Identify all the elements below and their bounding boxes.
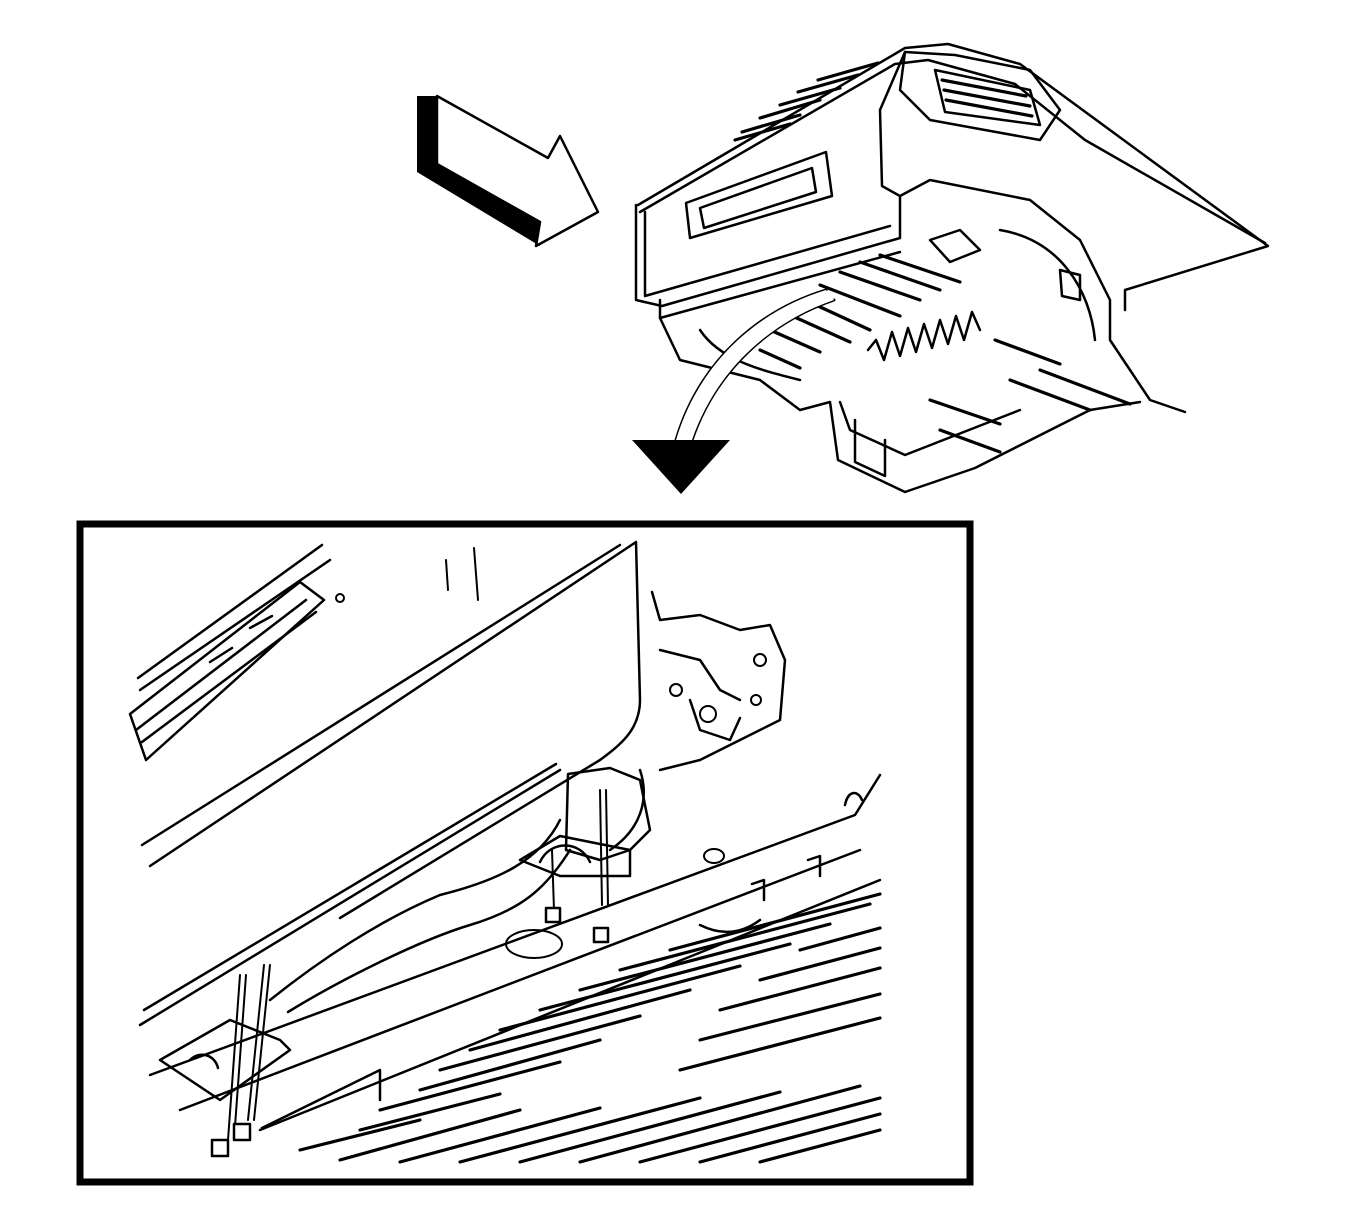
zoom-detail-arrow-icon: [632, 288, 836, 494]
tailgate-top-ribs: [733, 61, 880, 142]
bolt-icon: [210, 1122, 252, 1158]
detail-floor-ribs: [298, 892, 882, 1164]
bolt-icon: [544, 906, 610, 944]
floor-ribs-upper: [758, 253, 1132, 454]
corner-ribs: [940, 78, 1034, 118]
detail-view: [128, 540, 882, 1164]
vehicle-overview: [634, 42, 1270, 494]
detail-inset-frame: [76, 520, 974, 1186]
view-direction-arrow-icon: [417, 94, 600, 248]
